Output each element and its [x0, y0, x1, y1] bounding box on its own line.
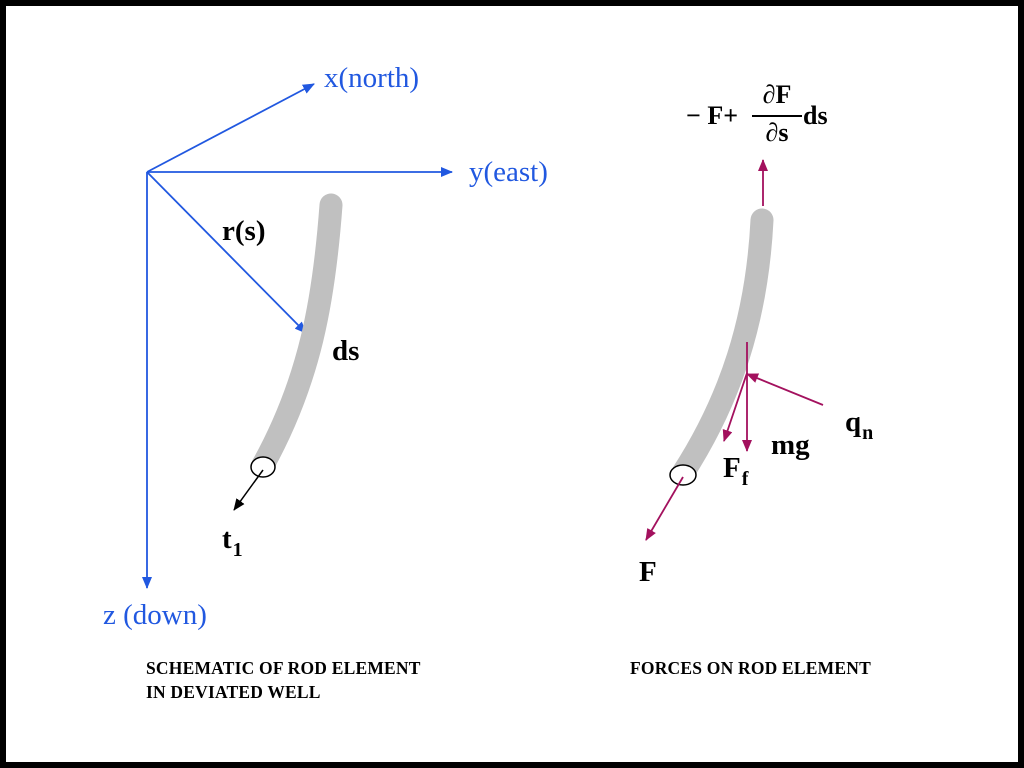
friction-subscript: f [741, 468, 749, 490]
tangent-label: t1 [222, 523, 243, 561]
right-caption: FORCES ON ROD ELEMENT [630, 658, 871, 678]
fraction-denominator: ∂s [765, 118, 789, 147]
left-caption-line2: IN DEVIATED WELL [146, 682, 321, 702]
x-axis-arrow [146, 83, 315, 173]
normal-force-label: qn [845, 406, 874, 444]
rod-body [671, 208, 774, 485]
left-caption: SCHEMATIC OF ROD ELEMENT IN DEVIATED WEL… [146, 656, 421, 704]
friction-force-arrow [722, 372, 748, 442]
bottom-force-label: F [639, 556, 657, 588]
normal-force-arrow [746, 373, 824, 406]
weight-label: mg [771, 429, 810, 461]
top-force-suffix: ds [803, 101, 828, 130]
z-axis-label: z (down) [103, 599, 207, 631]
force-vectors [645, 159, 824, 541]
rod-body [251, 193, 343, 477]
top-force-fraction: ∂F ∂s [752, 82, 802, 152]
position-vector-arrow [146, 171, 307, 334]
fraction-numerator: ∂F [762, 80, 792, 109]
rod-cross-section [250, 456, 276, 478]
rod-element-left [233, 193, 343, 511]
tangent-subscript: 1 [232, 539, 243, 561]
left-caption-line1: SCHEMATIC OF ROD ELEMENT [146, 658, 421, 678]
rod-cross-section [669, 464, 697, 486]
tangent-vector-arrow [233, 469, 264, 511]
top-force-prefix: − F+ [686, 101, 739, 130]
element-length-label: ds [332, 335, 360, 367]
rod-element-right [669, 208, 774, 486]
fraction-bar [752, 115, 802, 117]
y-axis-label: y(east) [469, 156, 548, 188]
x-axis-label: x(north) [324, 62, 420, 94]
friction-force-label: Ff [723, 452, 749, 490]
coordinate-axes [142, 83, 453, 589]
bottom-force-arrow [645, 476, 684, 541]
normal-force-subscript: n [862, 422, 874, 444]
position-vector-label: r(s) [222, 215, 266, 247]
